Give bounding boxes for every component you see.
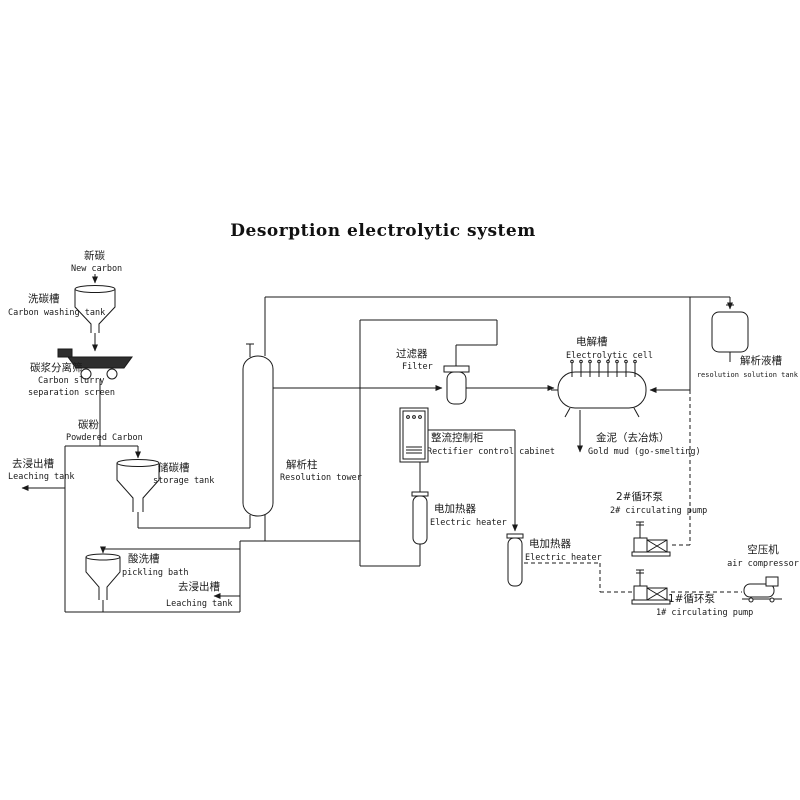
solid-pipe-lines xyxy=(21,274,733,613)
circulating-pump-2-shape xyxy=(631,521,671,557)
label-powdered-carbon-zh: 碳粉 xyxy=(78,418,99,431)
storage-tank-shape xyxy=(116,459,160,512)
label-gold-mud-zh: 金泥（去冶炼） xyxy=(596,431,670,444)
label-resolution-tower-zh: 解析柱 xyxy=(286,458,318,471)
label-new-carbon-en: New carbon xyxy=(71,264,122,274)
label-resolution-solution-tank-en: resolution solution tank xyxy=(697,371,799,379)
carbon-washing-tank-shape xyxy=(74,285,116,333)
diagram-title: Desorption electrolytic system xyxy=(230,221,535,241)
label-filter-en: Filter xyxy=(402,362,433,372)
label-filter-zh: 过滤器 xyxy=(396,347,428,360)
resolution-tower-shape xyxy=(242,343,274,528)
label-carbon-washing-tank-zh: 洗碳槽 xyxy=(28,292,60,305)
label-separation-screen-en2: separation screen xyxy=(28,388,115,398)
label-leaching-tank-left-zh: 去浸出槽 xyxy=(12,457,54,470)
dashed-pipe-lines xyxy=(524,390,742,593)
electrolytic-cell-shape xyxy=(551,359,647,418)
label-resolution-tower-en: Resolution tower xyxy=(280,473,362,483)
label-separation-screen-zh: 碳浆分离筛 xyxy=(30,361,83,374)
circulating-pump-1-shape xyxy=(631,569,671,605)
label-electrolytic-cell-en: Electrolytic cell xyxy=(566,351,653,361)
label-electric-heater-2-zh: 电加热器 xyxy=(529,537,571,550)
label-air-compressor-en: air compressor xyxy=(727,559,799,569)
label-circulating-pump-1-en: 1# circulating pump xyxy=(656,608,753,618)
label-electric-heater-2-en: Electric heater xyxy=(525,553,602,563)
label-electrolytic-cell-zh: 电解槽 xyxy=(576,335,608,348)
label-circulating-pump-1-zh: 1#循环泵 xyxy=(668,592,715,605)
label-storage-tank-zh: 储碳槽 xyxy=(158,461,190,474)
electric-heater-2-shape xyxy=(506,533,524,587)
label-circulating-pump-2-zh: 2#循环泵 xyxy=(616,490,663,503)
rectifier-cabinet-shape xyxy=(399,407,429,463)
label-electric-heater-1-en: Electric heater xyxy=(430,518,507,528)
label-leaching-tank-bottom-en: Leaching tank xyxy=(166,599,233,609)
label-leaching-tank-left-en: Leaching tank xyxy=(8,472,75,482)
label-pickling-bath-en: pickling bath xyxy=(122,568,189,578)
label-gold-mud-en: Gold mud (go-smelting) xyxy=(588,447,701,457)
label-rectifier-cabinet-zh: 整流控制柜 xyxy=(431,431,484,444)
label-pickling-bath-zh: 酸洗槽 xyxy=(128,552,160,565)
label-electric-heater-1-zh: 电加热器 xyxy=(434,502,476,515)
resolution-solution-tank-shape xyxy=(711,304,749,353)
label-circulating-pump-2-en: 2# circulating pump xyxy=(610,506,707,516)
label-air-compressor-zh: 空压机 xyxy=(747,543,779,556)
filter-shape xyxy=(443,358,470,405)
separation-screen-shape xyxy=(57,348,133,380)
label-separation-screen-en1: Carbon slurry xyxy=(38,376,105,386)
pickling-bath-shape xyxy=(85,553,121,600)
electric-heater-1-shape xyxy=(411,491,429,545)
label-leaching-tank-bottom-zh: 去浸出槽 xyxy=(178,580,220,593)
label-powdered-carbon-en: Powdered Carbon xyxy=(66,433,143,443)
air-compressor-shape xyxy=(742,576,782,603)
labels: 新碳 New carbon 洗碳槽 Carbon washing tank 碳浆… xyxy=(8,249,799,618)
label-resolution-solution-tank-zh: 解析液槽 xyxy=(740,354,782,367)
label-new-carbon-zh: 新碳 xyxy=(84,249,105,262)
label-storage-tank-en: storage tank xyxy=(153,476,214,486)
label-rectifier-cabinet-en: Rectifier control cabinet xyxy=(427,447,555,457)
label-carbon-washing-tank-en: Carbon washing tank xyxy=(8,308,105,318)
